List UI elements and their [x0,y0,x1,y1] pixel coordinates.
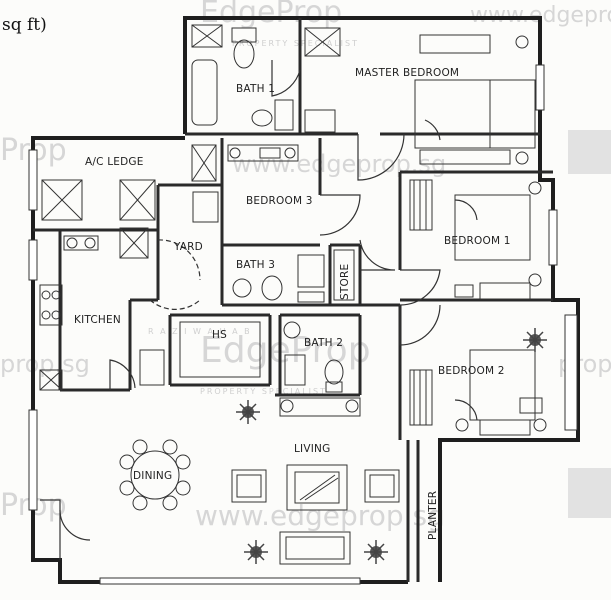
label-yard: YARD [173,241,203,253]
label-bedroom-2: BEDROOM 2 [438,365,505,377]
watermark-brand-top: EdgeProp [200,0,342,30]
label-dining: DINING [133,470,172,482]
label-bath-2: BATH 2 [304,337,343,349]
room-labels: MASTER BEDROOM BATH 1 A/C LEDGE BEDROOM … [74,67,511,540]
door-swings [40,60,478,560]
label-living: LIVING [294,443,330,455]
label-bath-3: BATH 3 [236,259,275,271]
watermark-logo-right-bottom [568,468,611,518]
watermark-site-bottom: www.edgeprop.sg [195,499,445,532]
watermark-specialist: PROPERTY SPECIALIST [200,387,327,396]
label-store: STORE [339,264,351,300]
interior-walls [33,18,553,582]
watermark-logo-right-top [568,130,611,174]
watermark-specialist-top: PROPERTY SPECIALIST [232,39,359,48]
label-master-bedroom: MASTER BEDROOM [355,67,459,79]
label-hs: HS [212,329,227,341]
area-unit-label: sq ft) [2,15,47,35]
label-ac-ledge: A/C LEDGE [85,156,144,168]
label-planter: PLANTER [427,491,439,540]
watermark-site-mid: www.edgeprop.sg [232,150,446,178]
windows [28,64,578,585]
watermark-site-left: prop.sg [0,350,90,378]
label-bath-1: BATH 1 [236,83,275,95]
plants [236,328,547,564]
label-kitchen: KITCHEN [74,314,121,326]
watermark-agent: R A Z I W A H A B [148,327,252,336]
fixtures [39,24,547,565]
label-bedroom-1: BEDROOM 1 [444,235,511,247]
label-bedroom-3: BEDROOM 3 [246,195,313,207]
